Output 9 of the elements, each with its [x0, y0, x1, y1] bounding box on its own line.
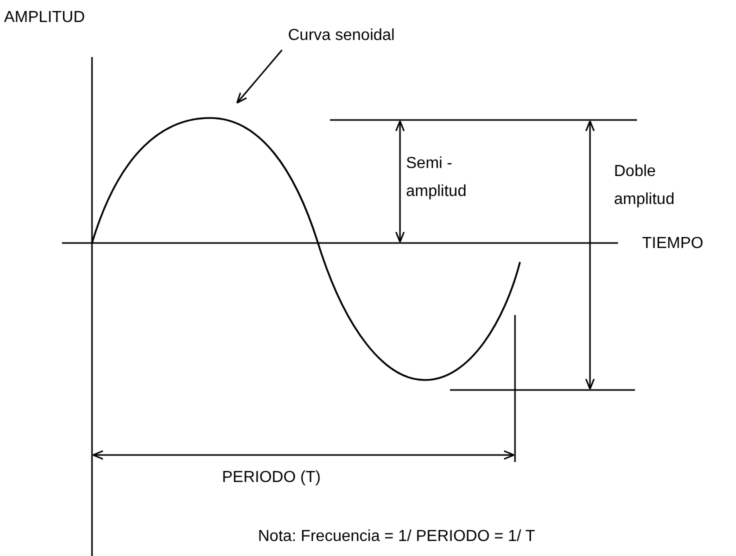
dimension-label: Doble amplitud: [614, 162, 676, 210]
dimension-label: PERIODO (T): [222, 468, 321, 488]
leader-line: [236, 50, 283, 104]
dimension-label: Semi - amplitud: [406, 154, 468, 202]
axis-label: TIEMPO: [642, 234, 704, 254]
callout-text: Curva senoidal: [288, 26, 395, 46]
axis-label: AMPLITUD: [4, 8, 85, 28]
sine-curve: [91, 117, 521, 381]
note-text: Nota: Frecuencia = 1/ PERIODO = 1/ T: [258, 527, 536, 547]
